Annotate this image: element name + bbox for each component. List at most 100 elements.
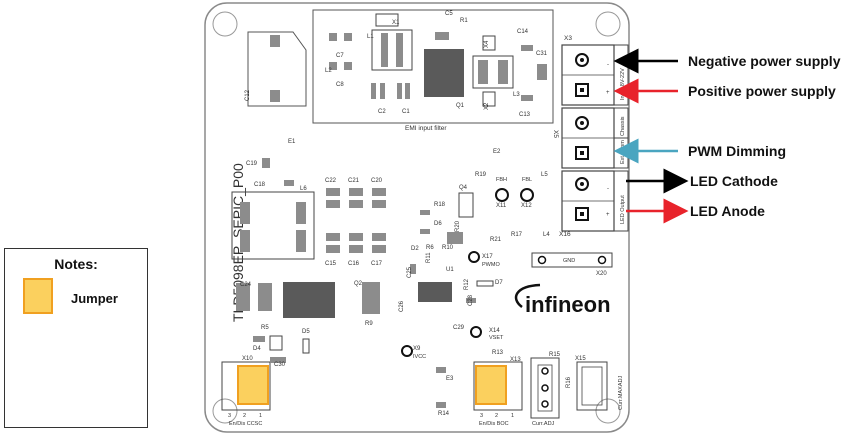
svg-text:L5: L5: [541, 172, 548, 178]
transistor-q2: [283, 282, 335, 318]
svg-text:X20: X20: [596, 271, 607, 277]
svg-text:FBH: FBH: [496, 177, 507, 183]
svg-text:En/Dis BOC: En/Dis BOC: [479, 421, 509, 427]
label-led-anode: LED Anode: [690, 203, 765, 219]
svg-text:R12: R12: [464, 278, 470, 290]
svg-text:C13: C13: [519, 112, 531, 118]
svg-text:2: 2: [495, 413, 498, 419]
svg-text:C22: C22: [325, 178, 337, 184]
svg-text:R17: R17: [511, 232, 523, 238]
inductor-l6: [231, 191, 315, 260]
label-dimm: Ext Dimm: [620, 140, 626, 164]
svg-text:U1: U1: [446, 267, 454, 273]
svg-text:C28: C28: [468, 294, 474, 306]
svg-text:C14: C14: [517, 29, 529, 35]
svg-text:C25: C25: [407, 266, 413, 278]
svg-text:X13: X13: [510, 357, 521, 363]
svg-text:C21: C21: [348, 178, 360, 184]
svg-text:C1: C1: [402, 109, 410, 115]
label-chassis: Chassis: [620, 116, 626, 136]
svg-text:X17: X17: [482, 254, 493, 260]
label-pwm-dimming: PWM Dimming: [688, 143, 786, 159]
svg-text:X4: X4: [484, 40, 490, 48]
svg-text:X3: X3: [564, 35, 572, 42]
svg-text:C26: C26: [399, 300, 405, 312]
svg-text:R19: R19: [475, 172, 487, 178]
svg-text:X16: X16: [559, 231, 571, 238]
svg-text:X11: X11: [496, 203, 507, 209]
svg-text:E3: E3: [446, 376, 454, 382]
svg-text:C17: C17: [371, 261, 383, 267]
mounting-hole-tr: [595, 11, 621, 37]
svg-text:R6: R6: [426, 245, 434, 251]
controller-u1: [418, 282, 452, 302]
svg-text:VSET: VSET: [489, 335, 504, 341]
svg-text:3: 3: [228, 413, 231, 419]
svg-text:C18: C18: [254, 182, 266, 188]
svg-text:L4: L4: [543, 232, 550, 238]
svg-text:D4: D4: [253, 346, 261, 352]
svg-text:R16: R16: [566, 376, 572, 388]
svg-text:X2: X2: [484, 102, 490, 110]
svg-text:X9: X9: [413, 346, 421, 352]
svg-text:R15: R15: [549, 352, 561, 358]
svg-text:GND: GND: [563, 258, 575, 264]
svg-text:R9: R9: [365, 321, 373, 327]
svg-text:L1: L1: [367, 34, 374, 40]
pot-x15: [576, 361, 608, 411]
svg-text:+: +: [606, 90, 610, 96]
svg-text:C5: C5: [445, 11, 453, 17]
svg-text:D7: D7: [495, 280, 503, 286]
svg-text:PWMO: PWMO: [482, 262, 500, 268]
svg-text:L6: L6: [300, 186, 307, 192]
mounting-hole-tl: [212, 11, 238, 37]
svg-text:C31: C31: [536, 51, 548, 57]
svg-text:+: +: [606, 212, 610, 218]
svg-text:R10: R10: [442, 245, 454, 251]
svg-text:Q1: Q1: [456, 103, 465, 109]
svg-text:E2: E2: [493, 149, 501, 155]
svg-text:C8: C8: [336, 82, 344, 88]
svg-text:L2: L2: [325, 68, 332, 74]
svg-text:X12: X12: [521, 203, 532, 209]
emi-filter-region: [312, 9, 554, 124]
svg-text:X10: X10: [242, 356, 253, 362]
svg-text:C30: C30: [274, 362, 286, 368]
svg-text:R21: R21: [490, 237, 502, 243]
svg-text:E1: E1: [288, 139, 296, 145]
svg-text:Q4: Q4: [459, 185, 468, 191]
svg-text:D6: D6: [434, 221, 442, 227]
svg-text:C29: C29: [453, 325, 465, 331]
mounting-hole-bl: [212, 398, 238, 424]
label-led-output: LED Output: [620, 195, 626, 224]
svg-text:D2: D2: [411, 246, 419, 252]
svg-text:-: -: [607, 186, 609, 192]
svg-text:C24: C24: [240, 282, 252, 288]
svg-text:R20: R20: [455, 220, 461, 232]
svg-text:R1: R1: [460, 18, 468, 24]
label-positive-supply: Positive power supply: [688, 83, 836, 99]
c12-outline: [247, 31, 307, 107]
svg-text:D5: D5: [302, 329, 310, 335]
svg-text:R5: R5: [261, 325, 269, 331]
pcb-board: [204, 2, 630, 433]
svg-text:C7: C7: [336, 53, 344, 59]
svg-text:Curr.MAXADJ: Curr.MAXADJ: [618, 376, 624, 410]
label-negative-supply: Negative power supply: [688, 53, 841, 69]
svg-text:R14: R14: [438, 411, 450, 417]
svg-text:X15: X15: [575, 356, 586, 362]
notes-legend: Notes: Jumper: [4, 248, 148, 428]
svg-text:C16: C16: [348, 261, 360, 267]
jumper-x10: [237, 365, 269, 405]
svg-text:IVCC: IVCC: [413, 354, 426, 360]
connector-x13: [473, 361, 523, 411]
infineon-logo: infineon: [525, 292, 611, 317]
svg-text:X14: X14: [489, 328, 500, 334]
label-led-cathode: LED Cathode: [690, 173, 778, 189]
notes-jumper-label: Jumper: [71, 291, 118, 306]
mounting-hole-br: [595, 398, 621, 424]
svg-text:X5: X5: [552, 130, 559, 138]
svg-text:R18: R18: [434, 202, 446, 208]
svg-text:En/Dis CCSC: En/Dis CCSC: [229, 421, 262, 427]
